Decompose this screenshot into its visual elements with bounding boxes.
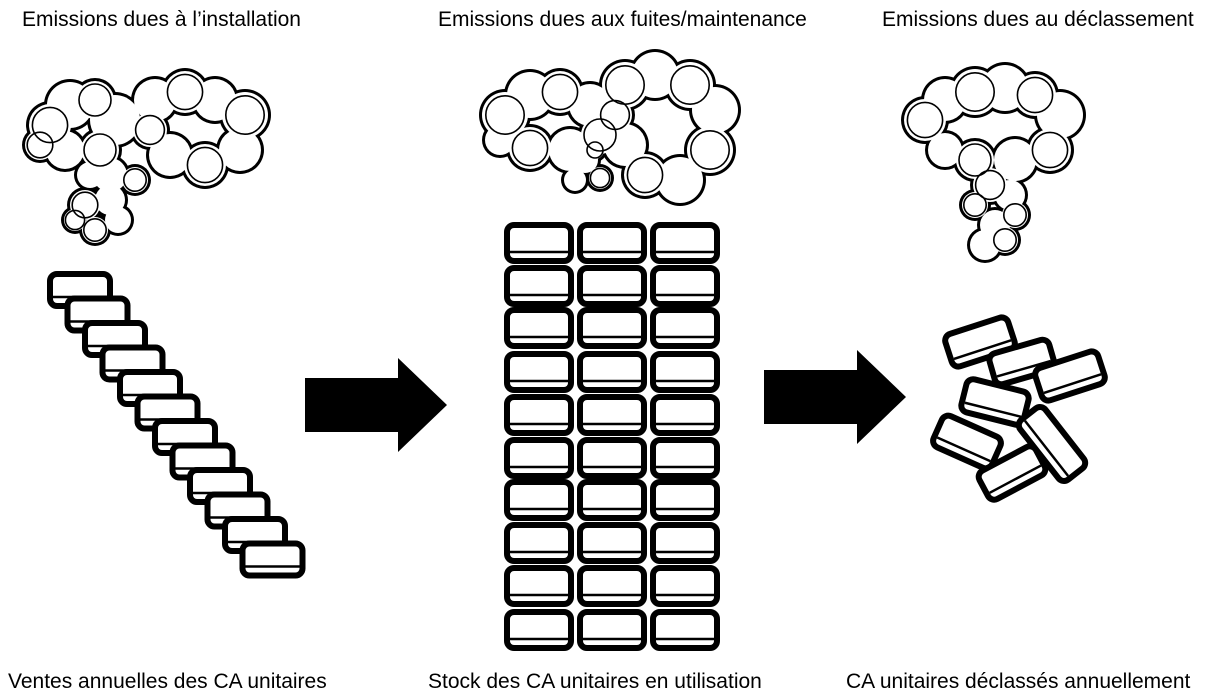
stock-unit-icon <box>504 437 574 479</box>
stock-unit-icon <box>504 565 574 607</box>
stock-in-use-label: Stock des CA unitaires en utilisation <box>428 670 762 693</box>
stock-unit-icon <box>504 351 574 393</box>
decommissioned-unit-icon <box>958 376 1032 428</box>
stock-unit-icon <box>577 351 647 393</box>
stock-unit-icon <box>650 307 720 349</box>
leak-emissions-label: Emissions dues aux fuites/maintenance <box>438 8 807 31</box>
stock-unit-icon <box>650 479 720 521</box>
arrow-right-icon <box>305 358 447 452</box>
stock-unit-icon <box>650 351 720 393</box>
stock-unit-icon <box>577 265 647 307</box>
decommission-emissions-label: Emissions dues au déclassement <box>882 8 1194 31</box>
decommissioned-unit-icon <box>1032 348 1108 404</box>
sales-unit-icon <box>239 540 306 579</box>
stock-unit-icon <box>504 522 574 564</box>
stock-unit-icon <box>577 479 647 521</box>
arrow-right-icon <box>764 350 906 444</box>
stock-unit-icon <box>650 222 720 264</box>
stock-unit-icon <box>650 565 720 607</box>
decommissioned-unit-icon <box>942 314 1018 370</box>
stock-unit-icon <box>650 522 720 564</box>
decommissioned-unit-icon <box>975 443 1049 503</box>
installation-emissions-label: Emissions dues à l’installation <box>22 8 301 31</box>
annual-sales-label: Ventes annuelles des CA unitaires <box>8 670 327 693</box>
stock-unit-icon <box>577 307 647 349</box>
decommission-cloud-icon <box>901 62 1086 263</box>
stock-unit-icon <box>650 265 720 307</box>
stock-unit-icon <box>504 307 574 349</box>
stock-unit-icon <box>504 609 574 651</box>
decommissioned-units-label: CA unitaires déclassés annuellement <box>846 670 1191 693</box>
stock-unit-icon <box>577 522 647 564</box>
stock-unit-icon <box>504 479 574 521</box>
installation-cloud-icon <box>22 68 271 246</box>
stock-unit-icon <box>577 222 647 264</box>
stock-unit-icon <box>650 437 720 479</box>
stock-unit-icon <box>577 565 647 607</box>
leak-maintenance-cloud-icon <box>479 49 741 206</box>
stock-unit-icon <box>504 394 574 436</box>
stock-unit-icon <box>577 437 647 479</box>
stock-unit-icon <box>650 609 720 651</box>
stock-unit-icon <box>504 222 574 264</box>
stock-unit-icon <box>577 394 647 436</box>
decommissioned-unit-icon <box>930 412 1004 472</box>
stock-unit-icon <box>504 265 574 307</box>
stock-unit-icon <box>577 609 647 651</box>
stock-unit-icon <box>650 394 720 436</box>
